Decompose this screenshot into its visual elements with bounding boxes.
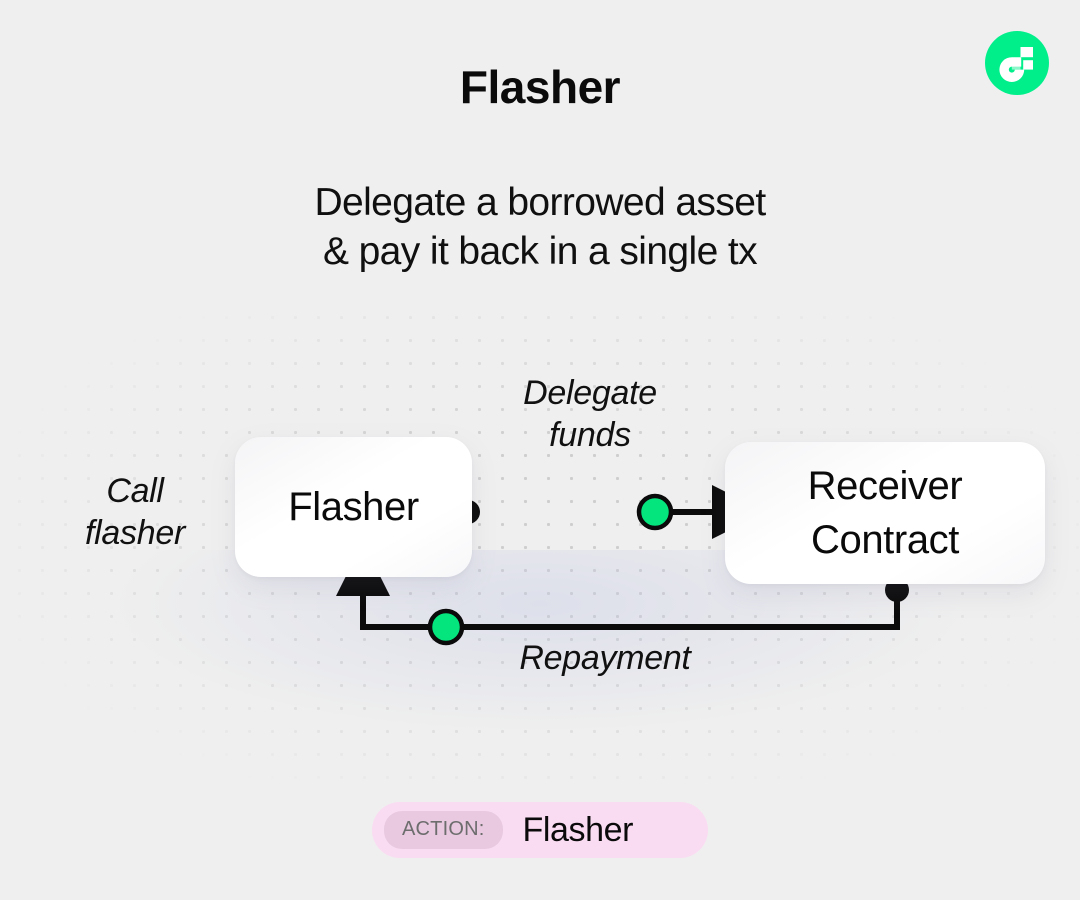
- subtitle-line-1: Delegate a borrowed asset: [314, 181, 766, 224]
- node-receiver-contract[interactable]: Receiver Contract: [725, 442, 1045, 584]
- edge-label-repayment-text: Repayment: [519, 639, 691, 677]
- edge-label-repayment: Repayment: [440, 637, 770, 679]
- subtitle-line-2: & pay it back in a single tx: [322, 230, 758, 273]
- node-flasher-label: Flasher: [288, 485, 419, 529]
- edge-delegate-funds: [456, 485, 766, 539]
- edge-label-delegate-line-2: funds: [549, 416, 631, 454]
- node-receiver-label-line-1: Receiver: [807, 464, 963, 508]
- action-badge-value: Flasher: [522, 810, 634, 849]
- page-subtitle: Delegate a borrowed asset & pay it back …: [0, 178, 1080, 276]
- node-flasher[interactable]: Flasher: [235, 437, 472, 577]
- token-node-delegate: [636, 493, 674, 531]
- action-badge[interactable]: ACTION: Flasher: [372, 802, 708, 858]
- edge-repayment: [336, 542, 909, 646]
- edge-label-call-line-1: Call: [106, 472, 164, 510]
- action-badge-tag: ACTION:: [384, 811, 503, 849]
- page-title: Flasher: [459, 61, 621, 113]
- node-receiver-label-line-2: Contract: [811, 518, 959, 562]
- flow-diagram: Flasher Receiver Contract Call flasher D…: [0, 300, 1080, 790]
- edge-label-call-flasher: Call flasher: [40, 470, 230, 554]
- edge-label-delegate-line-1: Delegate: [523, 374, 657, 412]
- flow-logo-icon: [985, 31, 1049, 95]
- edge-origin-dot-repayment: [885, 578, 909, 602]
- edge-label-call-line-2: flasher: [85, 514, 185, 552]
- token-node-repayment: [427, 608, 465, 646]
- edge-label-delegate-funds: Delegate funds: [470, 372, 710, 456]
